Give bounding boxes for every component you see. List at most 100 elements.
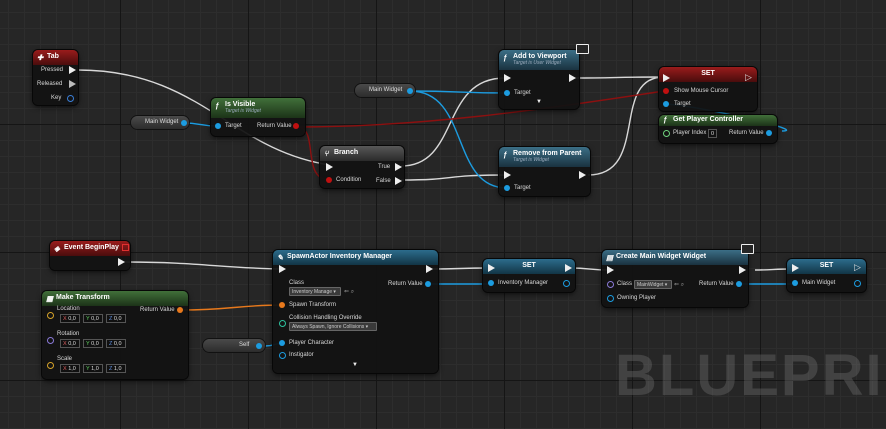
instigator-pin[interactable] [279,352,286,359]
branch-condition-pin[interactable] [326,177,332,183]
spawn-return-label: Return Value [388,281,423,287]
location-y-field[interactable]: Y 0,0 [83,314,103,323]
add-exec-in-pin[interactable] [504,74,511,82]
transform-return-pin[interactable] [177,307,183,313]
instigator-label: Instigator [289,352,314,358]
expand-arrow-icon[interactable]: ▼ [536,99,542,105]
set-main-exec-in-pin[interactable] [792,264,799,272]
collision-select[interactable]: Always Spawn, Ignore Collisions ▾ [289,322,377,331]
add-to-viewport-node[interactable]: ƒ Add to Viewport Target is User Widget … [499,50,579,109]
add-target-pin[interactable] [504,90,510,96]
inventory-manager-out-pin[interactable] [563,280,570,287]
self-reference-node[interactable]: Self [203,339,265,352]
scale-pin[interactable] [47,362,54,369]
class-browse-icons[interactable]: ⇐ ⌕ [344,289,355,295]
rotation-x-value: 0,0 [68,341,76,347]
location-x-field[interactable]: X 0,0 [60,314,80,323]
remove-target-pin[interactable] [504,185,510,191]
branch-true-pin[interactable] [395,163,402,171]
create-exec-in-pin[interactable] [607,266,614,274]
is-visible-return-pin[interactable] [293,123,299,129]
add-exec-out-pin[interactable] [569,74,576,82]
create-widget-node[interactable]: ▤ Create Main Widget Widget Class MainWi… [602,250,748,307]
main-widget-out-pin[interactable] [854,280,861,287]
set-main-exec-out-pin[interactable]: ▷ [854,262,861,272]
main-widget-variable-node-2[interactable]: Main Widget [355,84,415,97]
main-widget-variable-node[interactable]: Main Widget [131,116,189,129]
delegate-pin-icon[interactable] [122,244,129,251]
is-visible-target-pin[interactable] [215,123,221,129]
rotation-x-field[interactable]: X 0,0 [60,339,80,348]
spawn-actor-header: ✎ SpawnActor Inventory Manager [273,250,438,265]
pressed-label: Pressed [41,67,64,73]
rotation-pin[interactable] [47,337,54,344]
main-widget-in-pin[interactable] [792,280,798,286]
widget-class-browse-icons[interactable]: ⇐ ⌕ [674,282,685,288]
released-exec-pin[interactable] [69,80,76,88]
owning-player-pin[interactable] [607,295,614,302]
expand-arrow-icon[interactable]: ▼ [352,362,358,368]
make-transform-node[interactable]: ▦ Make Transform Return Value Location X… [42,291,188,379]
main-widget-var2-pin[interactable] [407,87,413,94]
spawn-exec-in-pin[interactable] [279,265,286,273]
set-cursor-header: SET [659,67,757,82]
class-select[interactable]: Inventory Manage ▾ [289,287,341,296]
scale-z-field[interactable]: Z 1,0 [106,364,126,373]
x-axis-label: X [63,316,67,322]
get-player-controller-node[interactable]: ƒ Get Player Controller Player Index 0 R… [659,115,777,143]
collision-select-value: Always Spawn, Ignore Collisions [292,324,365,330]
self-pin[interactable] [256,342,262,349]
spawn-transform-pin[interactable] [279,302,285,308]
latent-monitor-icon [576,44,589,54]
set-inv-exec-out-pin[interactable] [565,264,572,272]
x-axis-label: X [63,341,67,347]
create-return-pin[interactable] [736,281,742,287]
scale-x-field[interactable]: X 1,0 [60,364,80,373]
event-beginplay-node[interactable]: ◈ Event BeginPlay [50,241,130,270]
player-character-pin[interactable] [279,340,285,346]
location-z-field[interactable]: Z 0,0 [106,314,126,323]
function-icon: ƒ [215,101,220,110]
player-index-pin[interactable] [663,130,670,137]
set-main-widget-node[interactable]: SET ▷ Main Widget [787,259,866,292]
beginplay-exec-out-pin[interactable] [118,258,125,266]
scale-y-field[interactable]: Y 1,0 [83,364,103,373]
branch-title: Branch [334,149,359,156]
create-class-pin[interactable] [607,281,614,288]
tab-key-event-node[interactable]: ✚ Tab Pressed Released Key [33,50,78,105]
inventory-manager-in-pin[interactable] [488,280,494,286]
create-exec-out-pin[interactable] [739,266,746,274]
set-inventory-title: SET [522,262,536,269]
remove-exec-in-pin[interactable] [504,171,511,179]
player-index-input[interactable]: 0 [708,129,717,138]
branch-true-label: True [378,164,391,170]
branch-exec-in-pin[interactable] [326,163,333,171]
location-pin[interactable] [47,312,54,319]
key-pin[interactable] [67,95,74,102]
remove-from-parent-node[interactable]: ƒ Remove from Parent Target is Widget Ta… [499,147,590,196]
branch-false-pin[interactable] [395,177,402,185]
remove-exec-out-pin[interactable] [579,171,586,179]
key-label: Key [51,95,62,101]
is-visible-node[interactable]: ƒ Is Visible Target is Widget Target Ret… [211,98,305,136]
show-mouse-cursor-pin[interactable] [663,88,669,94]
widget-class-select[interactable]: MainWidget ▾ [634,280,672,289]
set-inventory-manager-node[interactable]: SET Inventory Manager [483,259,575,292]
spawn-return-pin[interactable] [425,281,431,287]
get-pc-return-pin[interactable] [766,130,772,136]
branch-condition-label: Condition [336,177,362,183]
spawn-actor-node[interactable]: ✎ SpawnActor Inventory Manager Class Inv… [273,250,438,373]
event-beginplay-header: ◈ Event BeginPlay [50,241,130,256]
pressed-exec-pin[interactable] [69,66,76,74]
main-widget-var-pin[interactable] [181,119,187,126]
collision-pin[interactable] [279,320,286,327]
set-inv-exec-in-pin[interactable] [488,264,495,272]
set-cursor-exec-in-pin[interactable] [663,74,670,82]
spawn-exec-out-pin[interactable] [426,265,433,273]
rotation-z-field[interactable]: Z 0,0 [106,339,126,348]
set-cursor-target-pin[interactable] [663,101,669,107]
player-index-label: Player Index [673,130,707,136]
rotation-y-field[interactable]: Y 0,0 [83,339,103,348]
branch-node[interactable]: ⑂ Branch True Condition False [320,146,404,188]
set-show-mouse-cursor-node[interactable]: SET ▷ Show Mouse Cursor Target [659,67,757,111]
